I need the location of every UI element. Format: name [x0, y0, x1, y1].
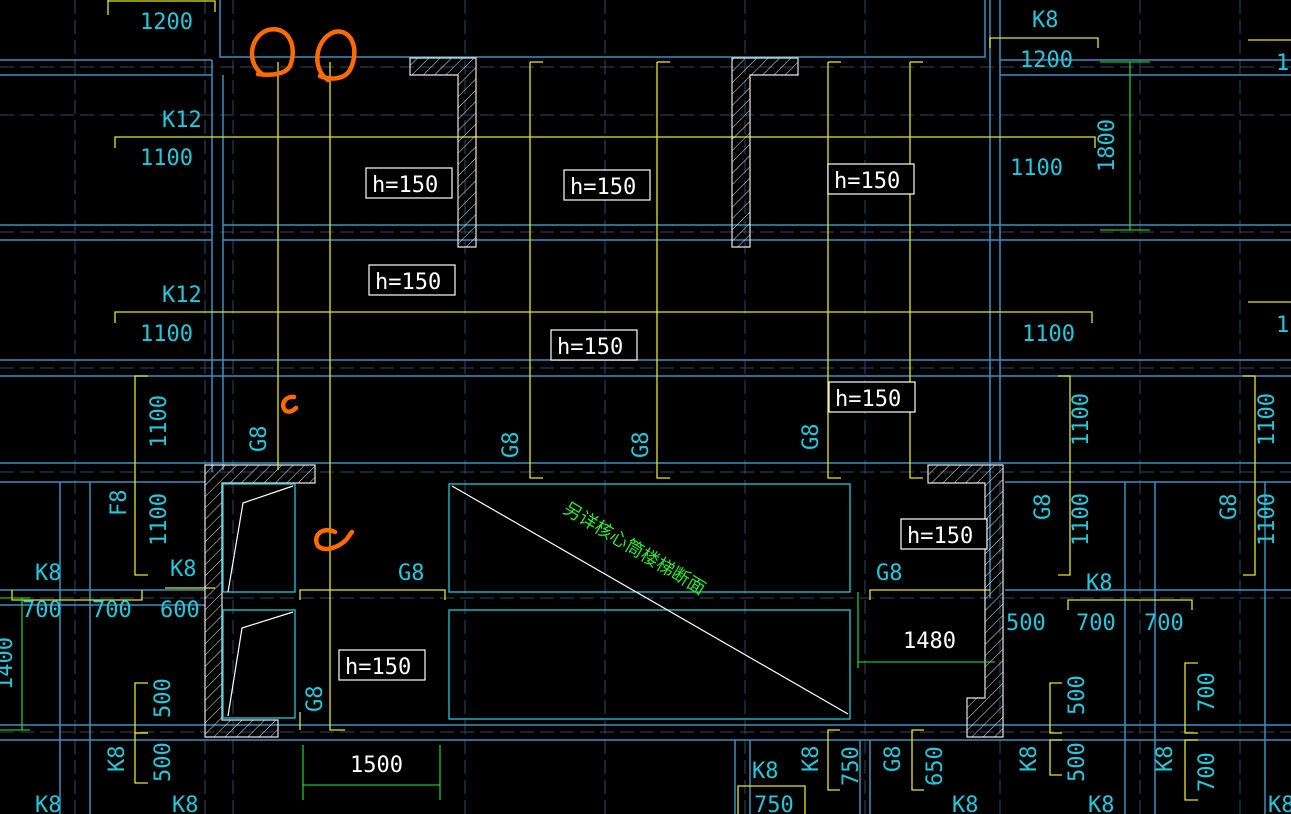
dim-500-right-a: 500 [1065, 675, 1090, 715]
dim-1200-top-left: 1200 [140, 10, 193, 35]
dim-500-right: 500 [1006, 611, 1046, 636]
thickness-h150-4: h=150 [375, 270, 441, 295]
dim-1100-lower-right: 1100 [1022, 322, 1075, 347]
label-k8-vert-right-b: K8 [1153, 746, 1178, 773]
dim-1400: 1400 [0, 637, 18, 690]
dim-700-vert-a: 700 [1195, 672, 1220, 712]
label-k8-bottom-mid: K8 [752, 759, 779, 784]
label-k8-bottom-right-a: K8 [952, 793, 979, 814]
label-g8-right-a: G8 [1031, 494, 1056, 521]
thickness-h150-5: h=150 [557, 335, 623, 360]
dim-1480: 1480 [903, 629, 956, 654]
dim-750-bottom: 750 [754, 793, 794, 814]
dim-700-right-a: 700 [1076, 611, 1116, 636]
dim-1100-lower-left: 1100 [140, 322, 193, 347]
dim-500-left-b: 500 [151, 742, 176, 782]
dim-750-vert: 750 [839, 746, 864, 786]
thickness-h150-7: h=150 [907, 524, 973, 549]
label-k12-lower: K12 [162, 283, 202, 308]
dim-1500: 1500 [350, 753, 403, 778]
label-g8-left: G8 [247, 426, 272, 453]
label-k8-top: K8 [1032, 8, 1059, 33]
label-k8-bottom-right-c: K8 [1268, 793, 1291, 814]
label-g8-right-b: G8 [1217, 494, 1242, 521]
thickness-h150-6: h=150 [835, 387, 901, 412]
label-k8-vert-left: K8 [105, 746, 130, 773]
label-g8-mid-b: G8 [629, 432, 654, 459]
dim-11-top-edge: 11 [1276, 51, 1291, 76]
label-k8-bottom-right-b: K8 [1088, 793, 1115, 814]
label-k12-upper: K12 [162, 108, 202, 133]
thickness-h150-3: h=150 [834, 169, 900, 194]
markup-circle-left [249, 27, 295, 77]
markup-circle-right [315, 29, 357, 83]
dim-1100-vert-edge-b: 1100 [1255, 493, 1280, 546]
dim-1100-upper-left: 1100 [140, 146, 193, 171]
dim-500-left-a: 500 [151, 678, 176, 718]
dim-1100-vert-right-b: 1100 [1069, 493, 1094, 546]
thickness-label-boxes [338, 163, 988, 681]
label-k8-left: K8 [35, 561, 62, 586]
label-k8-bottom-left-b: K8 [172, 793, 199, 814]
dim-700-left-b: 700 [92, 598, 132, 623]
dim-11-mid-edge: 11 [1276, 313, 1291, 338]
markup-c-mark [281, 394, 299, 414]
dim-700-vert-b: 700 [1195, 752, 1220, 792]
dim-1200-top-right: 1200 [1020, 48, 1073, 73]
dim-1800: 1800 [1095, 119, 1120, 172]
thickness-h150-1: h=150 [372, 173, 438, 198]
dimension-lines [0, 61, 1150, 800]
dim-500-right-b: 500 [1065, 742, 1090, 782]
markup-g-mark [314, 528, 355, 552]
dim-600: 600 [160, 598, 200, 623]
text-labels: 1200 K8 1200 11 K12 1100 1100 K12 1100 1… [0, 8, 1291, 814]
label-g8-core-bottom: G8 [303, 686, 328, 713]
thickness-h150-2: h=150 [570, 175, 636, 200]
label-g8-mid-c: G8 [799, 424, 824, 451]
label-g8-core-right: G8 [876, 561, 903, 586]
core-stair-note: 另详核心筒楼梯断面 [559, 498, 709, 599]
dim-1100-vert-edge-a: 1100 [1255, 393, 1280, 446]
dim-1100-vert-left-b: 1100 [147, 493, 172, 546]
core-outlines [222, 483, 851, 720]
dim-1100-upper-right: 1100 [1010, 156, 1063, 181]
shear-walls [204, 57, 1004, 738]
label-k8-bottom-left-a: K8 [35, 793, 62, 814]
dim-700-right-b: 700 [1144, 611, 1184, 636]
label-k8-vert-mid: K8 [799, 746, 824, 773]
label-g8-mid-a: G8 [499, 432, 524, 459]
dim-1100-vert-left-a: 1100 [147, 395, 172, 448]
stair-lines [227, 485, 849, 717]
slab-rebar-lines [11, 0, 1291, 814]
label-g8-core-top: G8 [398, 561, 425, 586]
dim-650-vert: 650 [923, 746, 948, 786]
dim-1100-vert-right-a: 1100 [1069, 393, 1094, 446]
thickness-h150-8: h=150 [345, 655, 411, 680]
dim-700-left-a: 700 [22, 598, 62, 623]
label-g8-vert-bottom: G8 [881, 746, 906, 773]
label-k8-vert-right-a: K8 [1017, 746, 1042, 773]
hand-markups [249, 27, 357, 552]
label-k8-right: K8 [1086, 571, 1113, 596]
label-f8: F8 [107, 490, 132, 517]
label-k8-core-left: K8 [170, 557, 197, 582]
